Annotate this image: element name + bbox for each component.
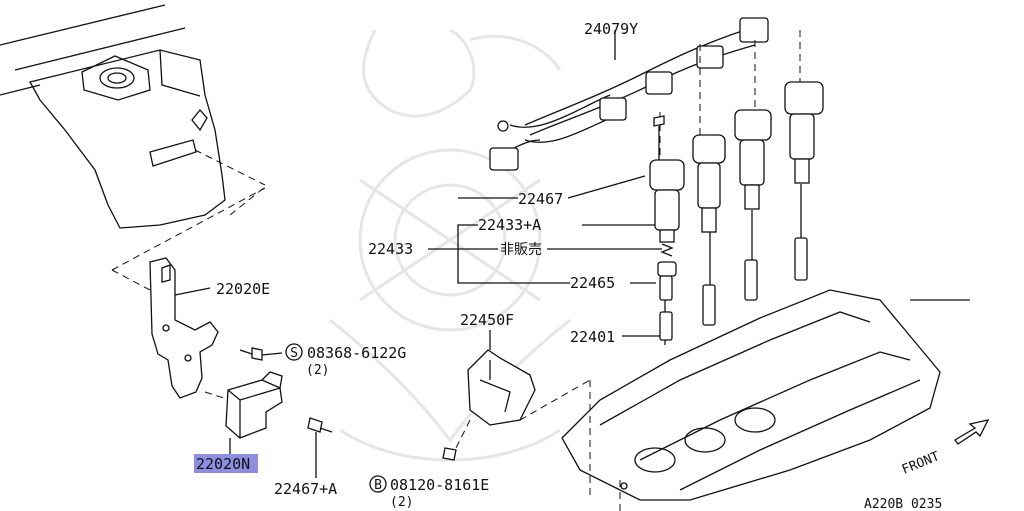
label-bolt-s-code: S bbox=[290, 346, 298, 361]
harness-24079y bbox=[489, 17, 769, 171]
label-bolt-s: 08368-6122G bbox=[307, 344, 406, 362]
watermark-emblem bbox=[329, 28, 571, 462]
sensor-highlight[interactable] bbox=[194, 454, 258, 473]
bolt-b-circle bbox=[369, 475, 387, 493]
front-arrow bbox=[954, 419, 990, 445]
coil-4 bbox=[784, 81, 824, 281]
sensor-22020n bbox=[204, 371, 283, 455]
bolt-22467a bbox=[307, 417, 333, 478]
label-coil: 22433+A bbox=[478, 216, 541, 234]
label-sensor[interactable]: 22020N bbox=[196, 455, 250, 473]
coil-1 bbox=[649, 159, 685, 301]
coil-3 bbox=[734, 109, 772, 301]
label-coil-assy: 22467 bbox=[518, 190, 563, 208]
label-not-sold: 非販売 bbox=[500, 242, 542, 258]
callout-leaders bbox=[174, 175, 662, 337]
coil-2 bbox=[692, 134, 726, 326]
label-bolt-b-code: B bbox=[374, 478, 382, 493]
label-bracket-e: 22020E bbox=[216, 280, 270, 298]
bracket-22020e bbox=[111, 187, 266, 399]
label-bolt-b-qty: (2) bbox=[390, 495, 413, 510]
bolt-s bbox=[239, 347, 283, 361]
label-coil-group: 22433 bbox=[368, 240, 413, 258]
label-spark-plug: 22401 bbox=[570, 328, 615, 346]
engine-body bbox=[0, 4, 266, 229]
label-boot: 22465 bbox=[570, 274, 615, 292]
label-bracket-f: 22450F bbox=[460, 311, 514, 329]
label-figure-id: A220B 0235 bbox=[864, 497, 942, 511]
ignition-coils bbox=[649, 30, 824, 345]
label-bolt-s-qty: (2) bbox=[306, 363, 329, 378]
label-harness: 24079Y bbox=[584, 20, 638, 38]
intake-cover bbox=[561, 289, 970, 511]
label-front: FRONT bbox=[900, 449, 942, 478]
label-bolt-b: 08120-8161E bbox=[390, 476, 489, 494]
bolt-s-circle bbox=[285, 343, 303, 361]
label-bolt-a: 22467+A bbox=[274, 480, 337, 498]
bracket-22450f bbox=[442, 330, 591, 461]
labels: 24079Y 22467 22433+A 22433 非販売 22465 224… bbox=[194, 20, 942, 511]
